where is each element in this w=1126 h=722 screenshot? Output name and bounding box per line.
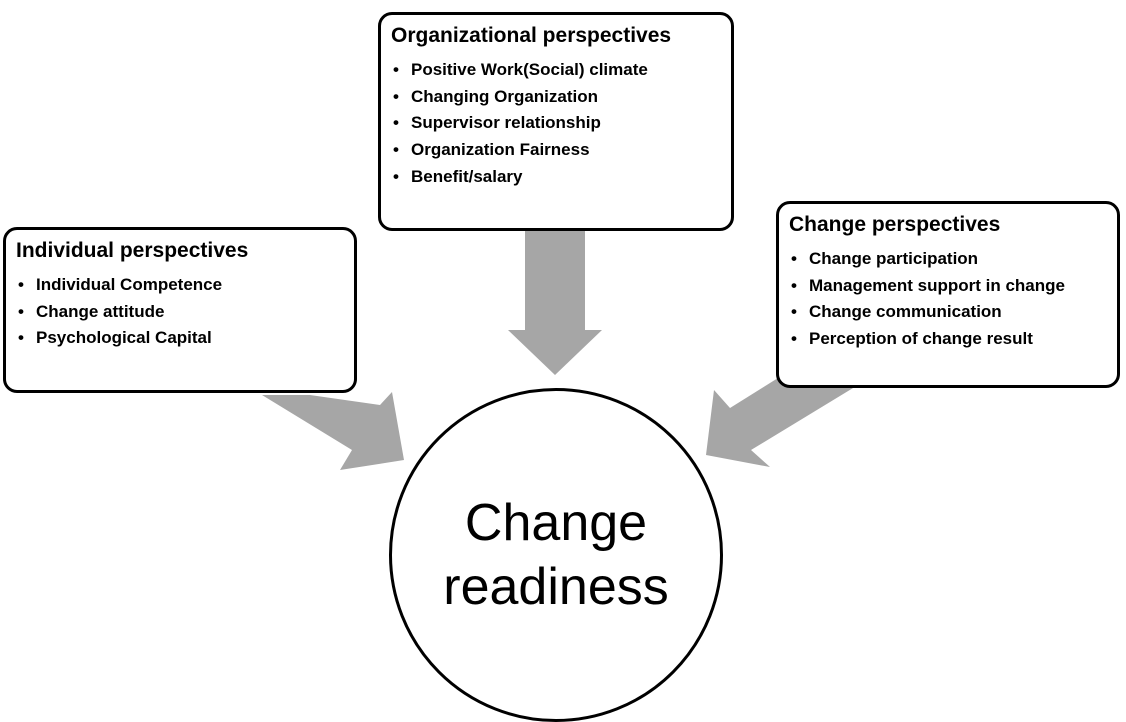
change-readiness-label: Change readiness [443,494,669,616]
change-perspectives-list: Change participation Management support … [789,246,1107,353]
list-item: Positive Work(Social) climate [391,57,721,84]
list-item: Management support in change [789,273,1107,300]
individual-perspectives-box: Individual perspectives Individual Compe… [3,227,357,393]
change-readiness-circle: Change readiness [389,388,723,722]
arrow-organizational-to-center [508,230,602,375]
list-item: Perception of change result [789,326,1107,353]
individual-perspectives-list: Individual Competence Change attitude Ps… [16,272,344,352]
list-item: Change attitude [16,299,344,326]
list-item: Individual Competence [16,272,344,299]
change-perspectives-title: Change perspectives [789,213,1001,236]
list-item: Psychological Capital [16,325,344,352]
arrow-change-to-center [706,378,858,467]
change-perspectives-box: Change perspectives Change participation… [776,201,1120,388]
individual-perspectives-title: Individual perspectives [16,239,249,262]
list-item: Change communication [789,299,1107,326]
list-item: Organization Fairness [391,137,721,164]
organizational-perspectives-box: Organizational perspectives Positive Wor… [378,12,734,231]
list-item: Change participation [789,246,1107,273]
organizational-perspectives-title: Organizational perspectives [391,24,672,47]
organizational-perspectives-list: Positive Work(Social) climate Changing O… [391,57,721,191]
list-item: Supervisor relationship [391,110,721,137]
arrow-individual-to-center [262,392,404,470]
list-item: Changing Organization [391,84,721,111]
list-item: Benefit/salary [391,164,721,191]
